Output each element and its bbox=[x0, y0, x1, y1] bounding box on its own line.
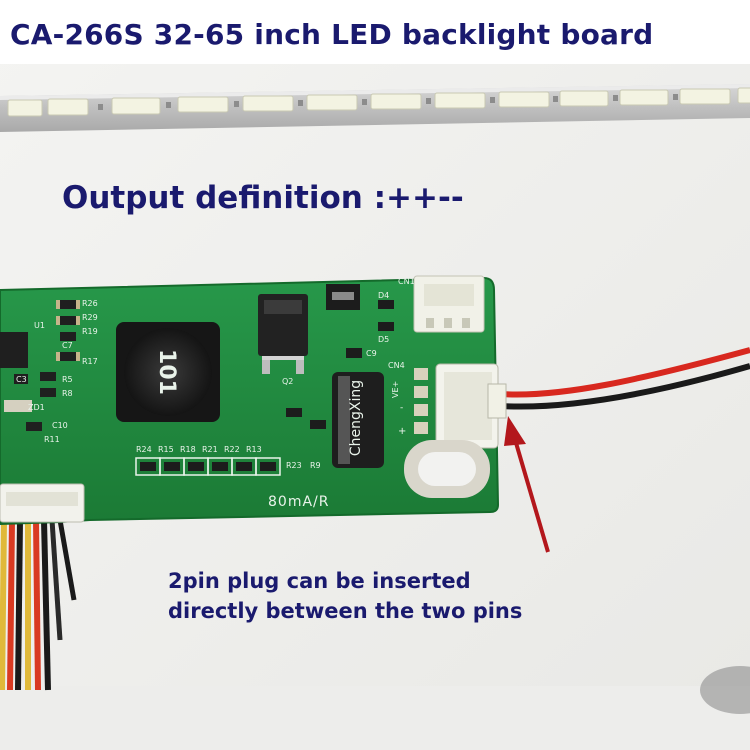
svg-text:CN1: CN1 bbox=[398, 277, 415, 286]
svg-text:R13: R13 bbox=[246, 445, 262, 454]
input-wires bbox=[0, 519, 77, 691]
output-plug bbox=[435, 363, 507, 449]
svg-text:ZD1: ZD1 bbox=[28, 403, 45, 412]
capacitor: ChengXing bbox=[332, 372, 384, 468]
svg-text:R18: R18 bbox=[180, 445, 196, 454]
current-marking: 80mA/R bbox=[268, 494, 329, 510]
svg-text:C9: C9 bbox=[366, 349, 377, 358]
svg-text:R9: R9 bbox=[310, 461, 321, 470]
capacitor-marking: ChengXing bbox=[348, 380, 364, 456]
output-wires bbox=[499, 347, 750, 410]
led-strip bbox=[0, 84, 750, 132]
svg-text:R24: R24 bbox=[136, 445, 152, 454]
connector-cn1 bbox=[413, 275, 485, 333]
svg-text:Q2: Q2 bbox=[282, 377, 293, 386]
svg-text:C10: C10 bbox=[52, 421, 68, 430]
svg-text:-: - bbox=[400, 403, 403, 413]
svg-text:R26: R26 bbox=[82, 299, 98, 308]
page-title: CA-266S 32-65 inch LED backlight board bbox=[10, 18, 654, 51]
svg-text:R29: R29 bbox=[82, 313, 98, 322]
svg-text:VE+: VE+ bbox=[391, 381, 400, 398]
inductor-marking: 101 bbox=[154, 349, 179, 395]
svg-text:R17: R17 bbox=[82, 357, 98, 366]
svg-text:D4: D4 bbox=[378, 291, 389, 300]
svg-text:U1: U1 bbox=[34, 321, 45, 330]
svg-text:R19: R19 bbox=[82, 327, 98, 336]
svg-text:R11: R11 bbox=[44, 435, 60, 444]
pointer-arrow bbox=[504, 416, 550, 553]
svg-text:C7: C7 bbox=[62, 341, 73, 350]
svg-text:D5: D5 bbox=[378, 335, 389, 344]
mosfet bbox=[258, 294, 308, 374]
svg-text:R22: R22 bbox=[224, 445, 240, 454]
svg-text:R15: R15 bbox=[158, 445, 174, 454]
callout-line-1: 2pin plug can be inserted bbox=[168, 569, 471, 593]
mounting-hole bbox=[404, 440, 490, 498]
inductor: 101 bbox=[116, 322, 220, 422]
svg-text:R23: R23 bbox=[286, 461, 302, 470]
svg-text:C3: C3 bbox=[16, 375, 27, 384]
svg-text:R5: R5 bbox=[62, 375, 73, 384]
plug-callout: 2pin plug can be inserted directly betwe… bbox=[168, 566, 522, 626]
svg-text:R8: R8 bbox=[62, 389, 73, 398]
svg-text:CN4: CN4 bbox=[388, 361, 405, 370]
pcb-board: 101 ChengXing bbox=[0, 275, 507, 526]
callout-line-2: directly between the two pins bbox=[168, 599, 523, 623]
svg-text:+: + bbox=[398, 426, 406, 437]
output-definition-label: Output definition :++-- bbox=[62, 180, 464, 216]
svg-text:R21: R21 bbox=[202, 445, 218, 454]
silkscreen-labels: R26 R29 R19 R17 R5 R8 C3 C7 C10 R11 U1 Z… bbox=[16, 277, 415, 510]
